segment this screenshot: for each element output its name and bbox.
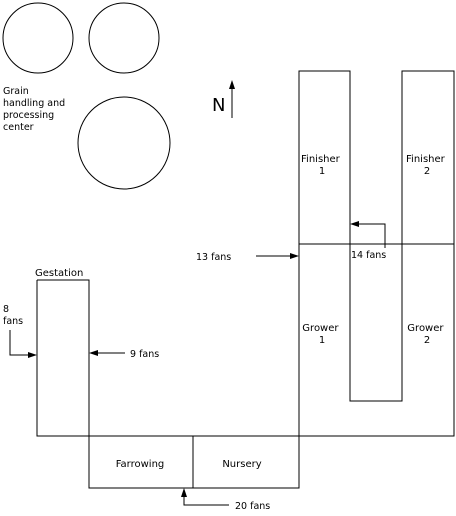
- fans-20-arrowhead: [181, 488, 187, 497]
- fans-8-leader: [9, 330, 31, 356]
- fans-13-label: 13 fans: [196, 252, 231, 263]
- nursery-label: Nursery: [222, 459, 261, 470]
- grain-bin-1: [2, 2, 74, 74]
- fans-8-label: 8 fans: [3, 304, 23, 327]
- fans-9-label: 9 fans: [130, 349, 159, 360]
- finisher-1-label: Finisher 1: [301, 154, 343, 177]
- grain-center-label: Grain handling and processing center: [3, 86, 68, 133]
- fans-14-leader: [356, 223, 386, 248]
- fans-13-arrowhead: [290, 253, 299, 259]
- gestation-label: Gestation: [35, 268, 83, 279]
- north-arrow-head: [229, 80, 235, 89]
- fans-8-arrowhead: [28, 352, 37, 358]
- north-label: N: [212, 95, 225, 116]
- grain-bin-3: [77, 96, 171, 190]
- fans-14-arrowhead: [350, 221, 359, 227]
- fans-20-leader: [183, 494, 229, 506]
- fans-9-arrowhead: [89, 350, 98, 356]
- farrowing-label: Farrowing: [116, 459, 165, 470]
- finisher-2-label: Finisher 2: [406, 154, 448, 177]
- fans-20-label: 20 fans: [235, 501, 270, 511]
- grain-bin-2: [88, 2, 160, 74]
- farrowing-nursery-building: [88, 435, 300, 489]
- grower-1-label: Grower 1: [302, 323, 341, 346]
- fans-14-label: 14 fans: [351, 250, 386, 261]
- grower-2-label: Grower 2: [407, 323, 446, 346]
